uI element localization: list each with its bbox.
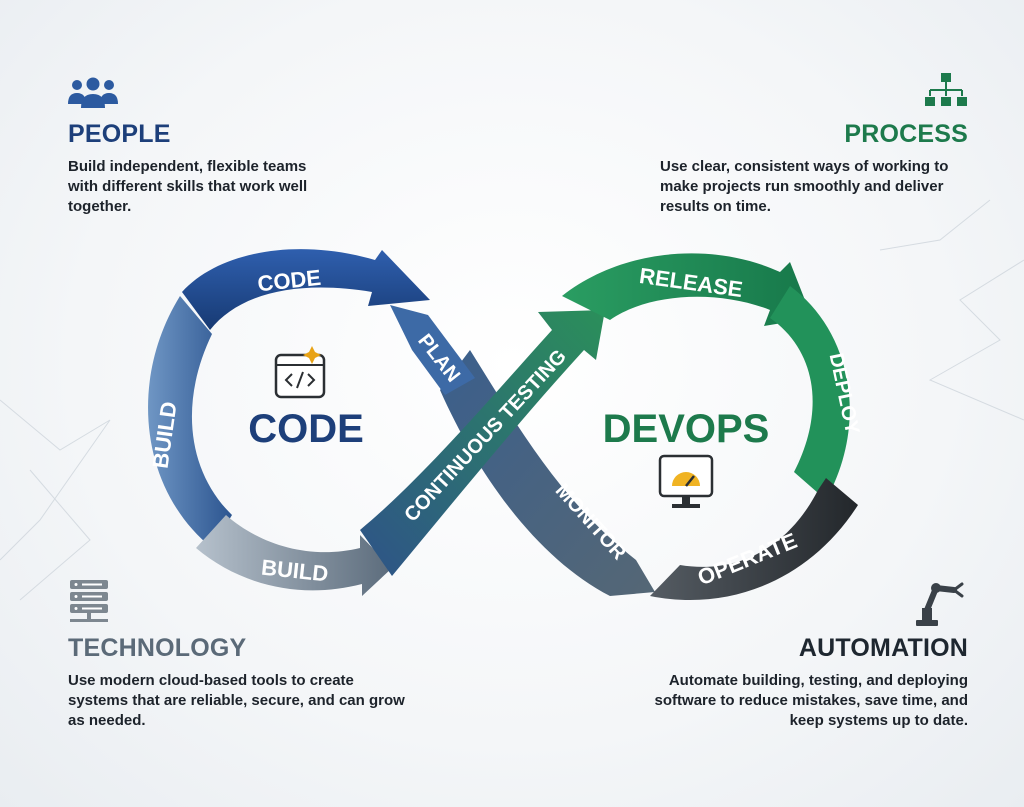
technology-description: Use modern cloud-based tools to create s… [68,672,405,729]
monitor-gauge-icon [658,454,714,508]
people-description: Build independent, flexible teams with d… [68,158,308,215]
automation-description: Automate building, testing, and deployin… [654,672,968,729]
operate-band [650,478,858,601]
people-title: PEOPLE [68,120,171,148]
robot-arm-icon [916,582,964,626]
release-band [562,253,812,326]
server-rack-icon [70,580,108,622]
devops-loop-title: DEVOPS [603,407,770,451]
people-section: PEOPLE Build independent, flexible teams… [68,120,368,217]
code-band [182,249,430,330]
stage-code: CODE [256,265,322,297]
process-section: PROCESS Use clear, consistent ways of wo… [660,120,968,217]
technology-section: TECHNOLOGY Use modern cloud-based tools … [68,634,408,731]
background-network-lines [0,199,1024,601]
technology-title: TECHNOLOGY [68,634,247,662]
process-title: PROCESS [844,120,968,148]
people-icon [68,77,118,108]
plan-band [390,305,475,395]
flowchart-icon [925,73,967,106]
automation-title: AUTOMATION [798,634,968,662]
process-description: Use clear, consistent ways of working to… [660,158,949,215]
build-bottom-band [196,515,392,596]
build-left-band [148,296,232,548]
deploy-band [770,286,850,500]
code-window-icon [274,346,326,399]
automation-section: AUTOMATION Automate building, testing, a… [620,634,968,731]
continuous-testing-band [360,310,605,576]
code-loop-title: CODE [248,407,364,451]
